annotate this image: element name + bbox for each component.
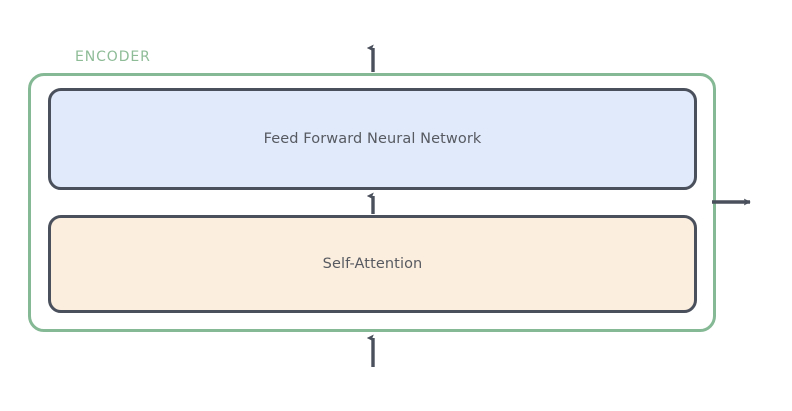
sublayer-self-attention: Self-Attention: [48, 215, 697, 313]
encoder-label: ENCODER: [75, 49, 151, 65]
sublayer-label-self-attention: Self-Attention: [322, 256, 423, 272]
sublayer-label-feed-forward-neural-network: Feed Forward Neural Network: [263, 131, 482, 147]
sublayer-feed-forward-neural-network: Feed Forward Neural Network: [48, 88, 697, 190]
